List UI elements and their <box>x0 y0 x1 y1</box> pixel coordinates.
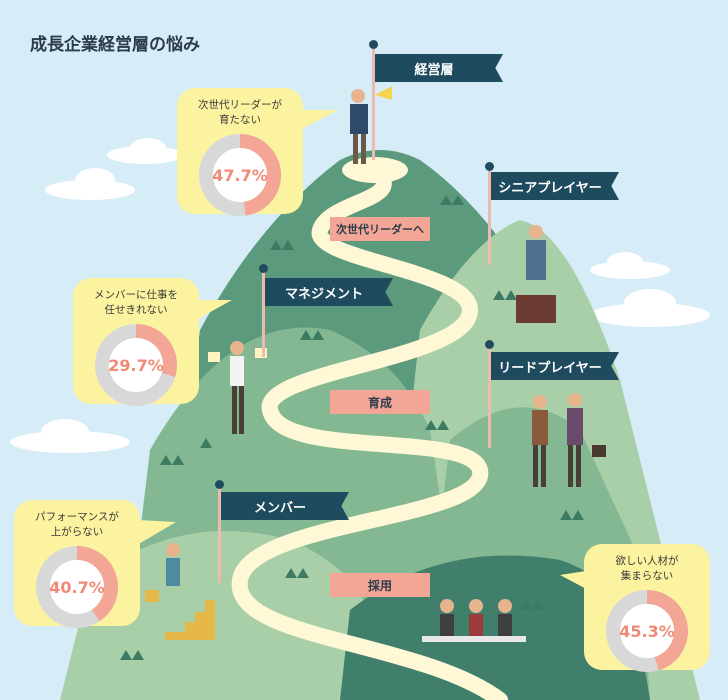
concern-text: 欲しい人材が <box>615 555 679 567</box>
concern-text: メンバーに仕事を <box>94 289 178 301</box>
flag-lead-player: リードプレイヤー <box>491 352 619 380</box>
concern-text: 上がらない <box>50 526 104 539</box>
concern-text: 集まらない <box>620 570 674 583</box>
flag-pole <box>485 162 494 265</box>
page-title: 成長企業経営層の悩み <box>30 35 200 55</box>
flag-pole <box>215 480 224 583</box>
donut-center <box>50 560 104 614</box>
concern-text: 任せきれない <box>104 304 168 317</box>
path-tag-hiring: 採用 <box>330 573 430 597</box>
donut-percent-label: 45.3% <box>619 622 675 641</box>
donut-chart: 47.7% <box>199 134 281 216</box>
donut-center <box>213 148 267 202</box>
concern-text: 次世代リーダーが <box>198 99 282 111</box>
hiring-panel-figures <box>422 599 526 642</box>
executive-figure <box>350 86 392 164</box>
flag-executive: 経営層 <box>375 54 503 82</box>
senior-player-figure <box>516 225 556 323</box>
donut-segment <box>36 546 118 628</box>
path-tag-next-leader: 次世代リーダーへ <box>330 217 430 241</box>
donut-percent-label: 47.7% <box>212 166 268 185</box>
flag-pole <box>485 340 494 448</box>
concern-bubble: パフォーマンスが上がらない 40.7% <box>14 500 140 628</box>
donut-percent-label: 29.7% <box>108 356 164 375</box>
flag-senior-player: シニアプレイヤー <box>491 172 619 200</box>
concern-text: パフォーマンスが <box>35 511 119 523</box>
donut-segment <box>199 134 281 216</box>
concern-text: 育たない <box>219 114 261 127</box>
concern-bubble: メンバーに仕事を任せきれない 29.7% <box>73 278 199 406</box>
concern-bubble: 次世代リーダーが育たない 47.7% <box>177 88 303 216</box>
flag-manager: マネジメント <box>265 278 393 306</box>
donut-chart: 40.7% <box>36 546 118 628</box>
donut-chart: 29.7% <box>95 324 177 406</box>
donut-center <box>620 604 674 658</box>
donut-chart: 45.3% <box>606 590 688 672</box>
clouds <box>10 138 710 453</box>
flag-member: メンバー <box>221 492 349 520</box>
concern-bubble: 欲しい人材が集まらない 45.3% <box>584 544 710 672</box>
lead-player-figures <box>532 393 606 487</box>
manager-figure <box>208 341 267 434</box>
flag-pole <box>259 264 268 357</box>
path-tag-training: 育成 <box>330 390 430 414</box>
donut-segment <box>606 590 688 672</box>
flag-pole <box>369 40 378 160</box>
member-figure <box>145 543 215 640</box>
donut-center <box>109 338 163 392</box>
donut-segment <box>95 324 177 406</box>
donut-percent-label: 40.7% <box>49 578 105 597</box>
